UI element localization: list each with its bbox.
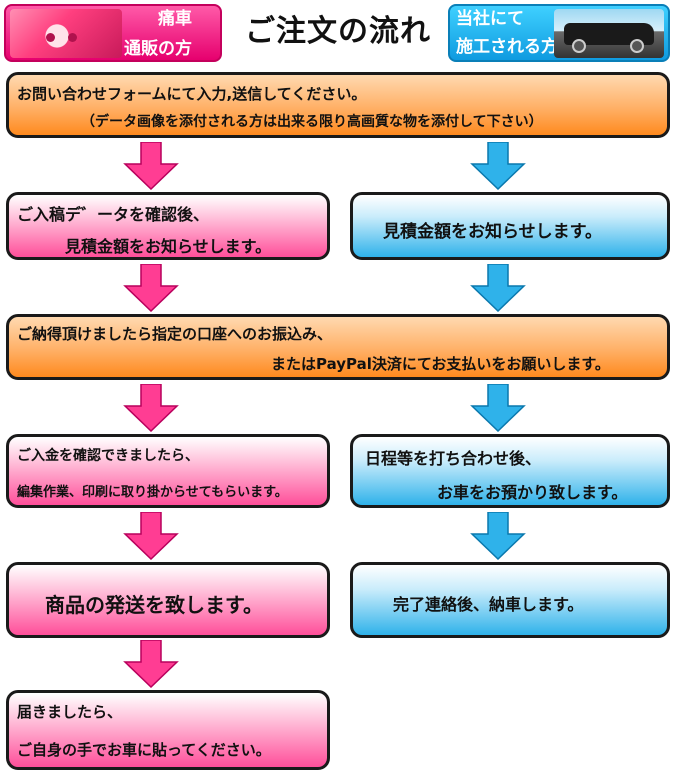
header-badge-left-line2: 通販の方 [124,39,192,59]
down-arrow-icon [470,512,526,560]
step5-right-box: 完了連絡後、納車します。 [350,562,670,638]
step2-right-line1: 見積金額をお知らせします。 [383,222,602,242]
down-arrow-icon [123,142,179,190]
header-badge-left-line1: 痛車 [158,9,192,29]
step5-left-line1: 商品の発送を致します。 [45,593,263,617]
step2-left-line2: 見積金額をお知らせします。 [65,237,272,256]
step2-left-line1: ご入稿デ゛ータを確認後、 [17,205,210,224]
step1-line2: （データ画像を添付される方は出来る限り高画質な物を添付して下さい） [81,114,543,130]
step4-left-box: ご入金を確認できましたら、 編集作業、印刷に取り掛からせてもらいます。 [6,434,330,508]
step4-left-line2: 編集作業、印刷に取り掛からせてもらいます。 [17,485,288,500]
step4-left-line1: ご入金を確認できましたら、 [17,448,199,464]
step1-box: お問い合わせフォームにて入力,送信してください。 （データ画像を添付される方は出… [6,72,670,138]
step2-right-box: 見積金額をお知らせします。 [350,192,670,260]
step4-right-line2: お車をお預かり致します。 [437,483,628,502]
page-title: ご注文の流れ [245,14,431,49]
header-badge-right-line2: 施工される方 [456,37,558,57]
step6-left-line1: 届きましたら、 [17,703,123,721]
step6-left-box: 届きましたら、 ご自身の手でお車に貼ってください。 [6,690,330,770]
down-arrow-icon [123,512,179,560]
step6-left-line2: ご自身の手でお車に貼ってください。 [17,741,271,759]
step4-right-box: 日程等を打ち合わせ後、 お車をお預かり致します。 [350,434,670,508]
step4-right-line1: 日程等を打ち合わせ後、 [365,449,542,468]
header-badge-right-line1: 当社にて [456,9,524,29]
step3-line1: ご納得頂けましたら指定の口座へのお振込み、 [17,325,333,343]
header-badge-shop: 当社にて 施工される方 [448,4,670,62]
down-arrow-icon [470,264,526,312]
car-image [554,9,664,58]
anime-character-image [10,9,122,58]
step3-line2: またはPayPal決済にてお支払いをお願いします。 [271,355,610,373]
step2-left-box: ご入稿デ゛ータを確認後、 見積金額をお知らせします。 [6,192,330,260]
step5-left-box: 商品の発送を致します。 [6,562,330,638]
step3-box: ご納得頂けましたら指定の口座へのお振込み、 またはPayPal決済にてお支払いを… [6,314,670,380]
down-arrow-icon [123,264,179,312]
down-arrow-icon [123,640,179,688]
header-badge-itasha: 痛車 通販の方 [4,4,222,62]
down-arrow-icon [123,384,179,432]
step5-right-line1: 完了連絡後、納車します。 [393,595,584,614]
step1-line1: お問い合わせフォームにて入力,送信してください。 [17,85,367,103]
down-arrow-icon [470,142,526,190]
down-arrow-icon [470,384,526,432]
